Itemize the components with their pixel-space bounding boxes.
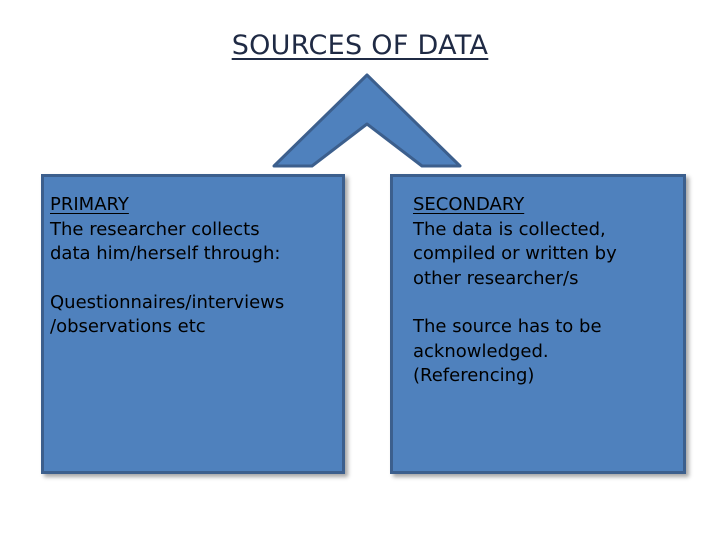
primary-heading: PRIMARY [50,194,129,215]
secondary-box: SECONDARY The data is collected, compile… [390,174,686,474]
primary-box: PRIMARY The researcher collects data him… [41,174,345,474]
primary-methods: Questionnaires/interviews /observations … [50,291,285,338]
secondary-description: The data is collected, compiled or writt… [413,218,617,289]
secondary-heading: SECONDARY [413,194,525,215]
chevron-shape [272,73,462,168]
secondary-referencing: The source has to be acknowledged. (Refe… [413,316,602,386]
primary-description: The researcher collects data him/herself… [50,218,281,265]
page-title: SOURCES OF DATA [231,30,489,61]
